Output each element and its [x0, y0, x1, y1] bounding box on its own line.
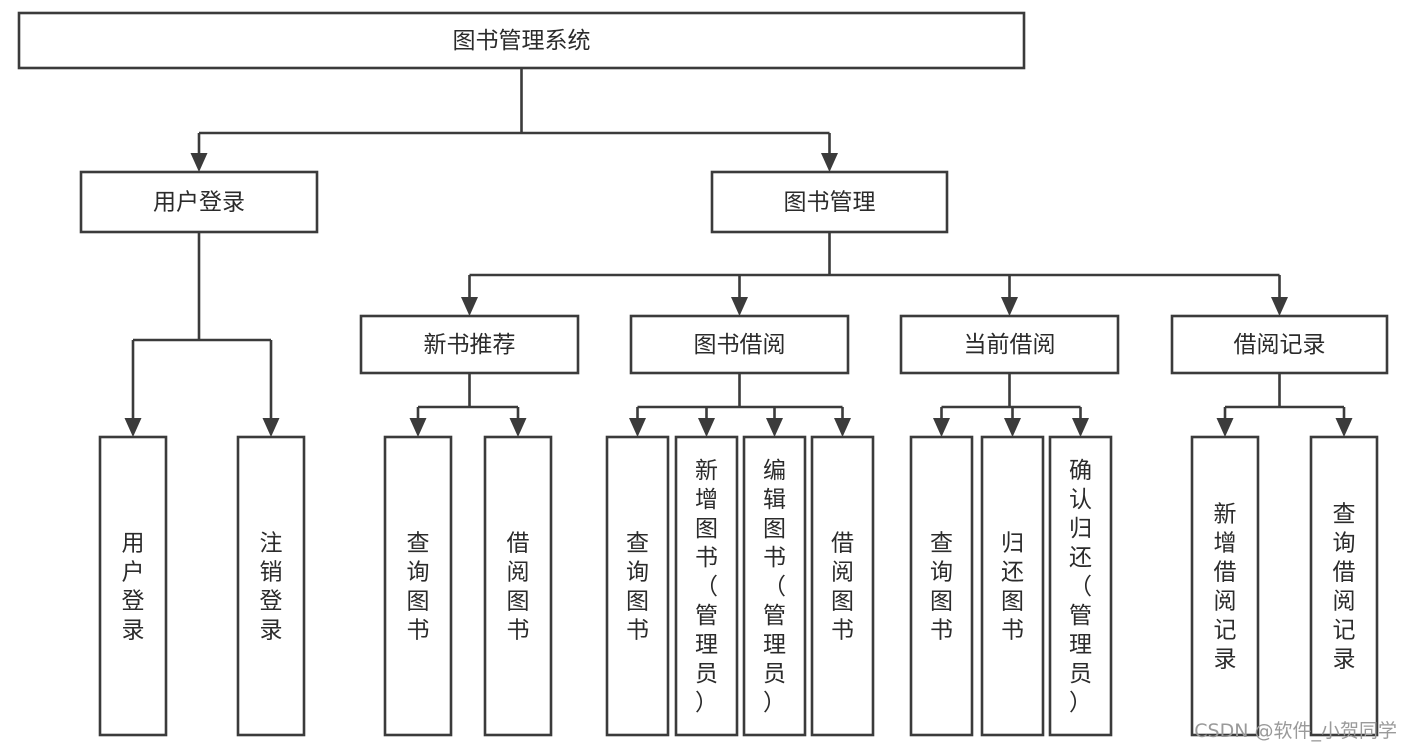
node-leaf-query-book-1[interactable]: 查询图书: [383, 435, 453, 737]
node-user-login[interactable]: 用户登录: [79, 170, 319, 234]
arrow-head-leaf-confirm-return: [1072, 418, 1089, 437]
arrow-head-book-borrow: [731, 297, 748, 316]
node-label-root: 图书管理系统: [453, 28, 591, 54]
node-label-leaf-return-book: 归还图书: [1001, 530, 1024, 643]
node-current-borrow[interactable]: 当前借阅: [899, 314, 1120, 375]
node-label-book-borrow: 图书借阅: [694, 332, 786, 358]
arrow-head-book-manage: [821, 153, 838, 172]
node-leaf-confirm-return[interactable]: 确认归还（管理员）: [1048, 435, 1113, 737]
node-label-leaf-borrow-book-2: 借阅图书: [831, 530, 854, 643]
arrow-head-leaf-query-book-1: [409, 418, 427, 437]
node-book-borrow[interactable]: 图书借阅: [629, 314, 850, 375]
node-box-root: [17, 11, 1026, 70]
node-box-user-login: [79, 170, 319, 234]
node-box-leaf-borrow-book-2: [810, 435, 875, 737]
node-leaf-borrow-book-2[interactable]: 借阅图书: [810, 435, 875, 737]
node-box-leaf-confirm-return: [1048, 435, 1113, 737]
node-box-leaf-query-book-3: [909, 435, 974, 737]
node-box-leaf-edit-book: [742, 435, 807, 737]
node-box-leaf-user-logout: [236, 435, 306, 737]
arrow-head-leaf-query-book-3: [933, 418, 950, 437]
node-box-leaf-query-book-2: [605, 435, 670, 737]
node-box-leaf-query-book-1: [383, 435, 453, 737]
node-box-borrow-record: [1170, 314, 1389, 375]
node-book-manage[interactable]: 图书管理: [710, 170, 949, 234]
node-leaf-query-borrow-record[interactable]: 查询借阅记录: [1309, 435, 1379, 737]
node-box-book-borrow: [629, 314, 850, 375]
node-label-leaf-borrow-book-1: 借阅图书: [507, 530, 530, 643]
node-leaf-query-book-2[interactable]: 查询图书: [605, 435, 670, 737]
node-label-leaf-add-borrow-record: 新增借阅记录: [1214, 501, 1237, 672]
node-leaf-edit-book[interactable]: 编辑图书（管理员）: [742, 435, 807, 737]
arrow-head-leaf-user-logout: [262, 418, 280, 437]
node-leaf-add-borrow-record[interactable]: 新增借阅记录: [1190, 435, 1260, 737]
arrow-head-leaf-edit-book: [766, 418, 783, 437]
node-label-leaf-query-book-3: 查询图书: [930, 530, 953, 643]
node-label-current-borrow: 当前借阅: [964, 332, 1056, 358]
node-label-leaf-user-login: 用户登录: [122, 530, 145, 643]
node-box-leaf-query-borrow-record: [1309, 435, 1379, 737]
node-leaf-query-book-3[interactable]: 查询图书: [909, 435, 974, 737]
arrow-head-leaf-add-book: [698, 418, 715, 437]
node-box-leaf-return-book: [980, 435, 1045, 737]
arrow-head-current-borrow: [1001, 297, 1018, 316]
node-box-leaf-borrow-book-1: [483, 435, 553, 737]
node-label-borrow-record: 借阅记录: [1234, 332, 1326, 358]
node-label-leaf-query-borrow-record: 查询借阅记录: [1333, 501, 1356, 672]
node-root[interactable]: 图书管理系统: [17, 11, 1026, 70]
node-label-leaf-query-book-2: 查询图书: [626, 530, 649, 643]
arrow-head-leaf-query-book-2: [629, 418, 646, 437]
connectors-layer: [124, 68, 1353, 437]
arrow-head-leaf-return-book: [1004, 418, 1021, 437]
arrow-head-leaf-borrow-book-1: [509, 418, 527, 437]
node-box-new-book-recommend: [359, 314, 580, 375]
node-box-book-manage: [710, 170, 949, 234]
node-box-leaf-add-book: [674, 435, 739, 737]
node-box-leaf-add-borrow-record: [1190, 435, 1260, 737]
node-label-book-manage: 图书管理: [784, 190, 876, 216]
node-leaf-borrow-book-1[interactable]: 借阅图书: [483, 435, 553, 737]
nodes-layer: 图书管理系统用户登录图书管理新书推荐图书借阅当前借阅借阅记录用户登录注销登录查询…: [17, 11, 1389, 737]
node-label-leaf-confirm-return: 确认归还（管理员）: [1069, 458, 1092, 716]
node-new-book-recommend[interactable]: 新书推荐: [359, 314, 580, 375]
arrow-head-leaf-query-borrow-record: [1335, 418, 1353, 437]
arrow-head-borrow-record: [1271, 297, 1288, 316]
node-label-leaf-query-book-1: 查询图书: [407, 530, 430, 643]
node-label-leaf-user-logout: 注销登录: [260, 530, 283, 643]
node-box-leaf-user-login: [98, 435, 168, 737]
node-label-user-login: 用户登录: [153, 190, 245, 216]
node-leaf-add-book[interactable]: 新增图书（管理员）: [674, 435, 739, 737]
node-box-current-borrow: [899, 314, 1120, 375]
arrow-head-new-book-recommend: [461, 297, 478, 316]
node-leaf-user-logout[interactable]: 注销登录: [236, 435, 306, 737]
arrow-head-user-login: [190, 153, 208, 172]
node-leaf-user-login[interactable]: 用户登录: [98, 435, 168, 737]
node-label-new-book-recommend: 新书推荐: [424, 332, 516, 358]
arrow-head-leaf-add-borrow-record: [1216, 418, 1234, 437]
node-label-leaf-edit-book: 编辑图书（管理员）: [763, 458, 786, 716]
node-label-leaf-add-book: 新增图书（管理员）: [695, 458, 718, 716]
arrow-head-leaf-borrow-book-2: [834, 418, 851, 437]
node-borrow-record[interactable]: 借阅记录: [1170, 314, 1389, 375]
node-leaf-return-book[interactable]: 归还图书: [980, 435, 1045, 737]
arrow-head-leaf-user-login: [124, 418, 142, 437]
